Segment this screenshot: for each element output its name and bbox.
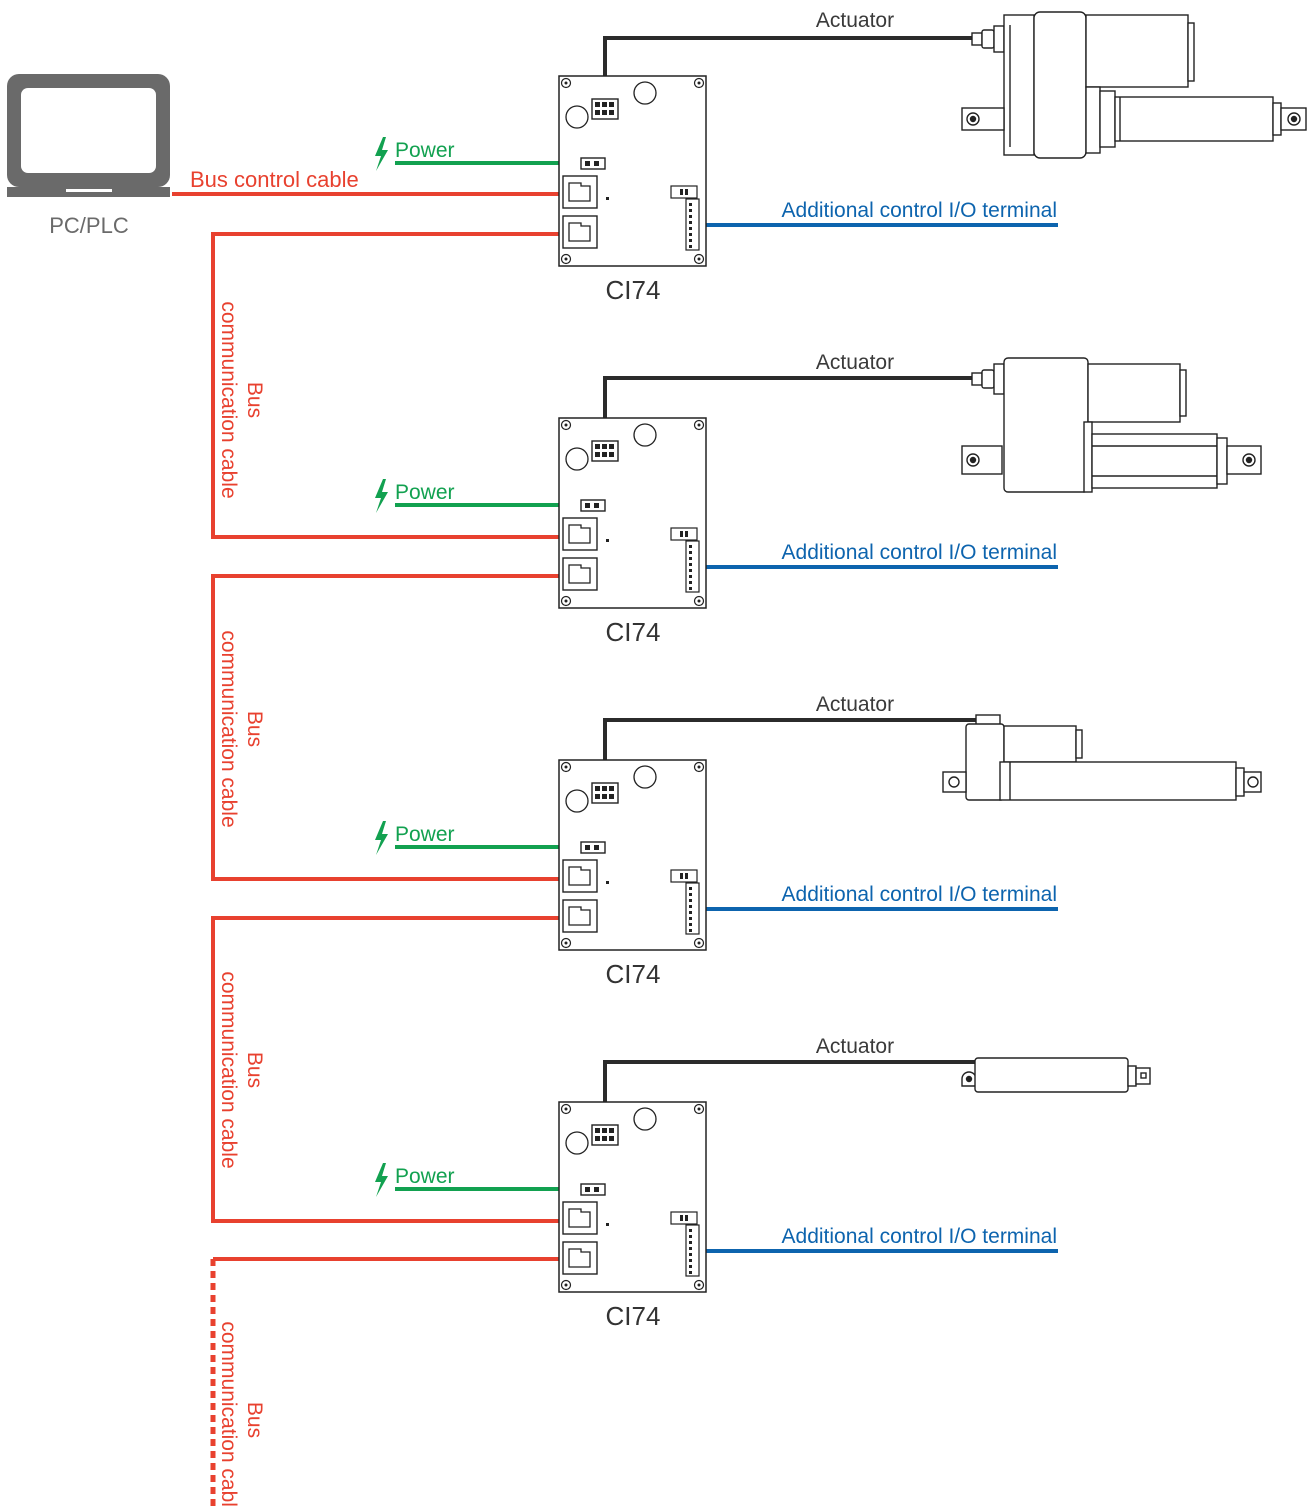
controller-label: CI74 (606, 959, 661, 989)
actuator-label: Actuator (816, 351, 894, 374)
bus-comm-label-2a: Bus (243, 711, 266, 747)
actuator-label: Actuator (816, 9, 894, 32)
ci74-board (558, 75, 707, 267)
io-label: Additional control I/O terminal (782, 541, 1057, 564)
io-label: Additional control I/O terminal (782, 1225, 1057, 1248)
actuator-image (961, 1057, 1151, 1093)
bus-comm-label-1b: communication cable (217, 301, 240, 498)
actuator-image (961, 357, 1262, 493)
controller-label: CI74 (606, 1301, 661, 1331)
lightning-icon (375, 821, 388, 855)
power-label: Power (395, 481, 455, 504)
lightning-icon (375, 1163, 388, 1197)
bus-comm-label-3b: communication cable (217, 971, 240, 1168)
bus-comm-label-3a: Bus (243, 1052, 266, 1088)
ci74-board (558, 1101, 707, 1293)
actuator-image (961, 11, 1307, 159)
ci74-unit-2: Actuator Power Additional control I/O te… (375, 351, 1262, 647)
bus-communication-cable-continuation: Bus communication cable (210, 1257, 560, 1506)
lightning-icon (375, 137, 388, 171)
bus-control-cable-label: Bus control cable (190, 167, 359, 192)
controller-label: CI74 (606, 617, 661, 647)
ci74-unit-1: Actuator Power Additional control I/O te… (375, 9, 1307, 305)
power-label: Power (395, 1165, 455, 1188)
power-label: Power (395, 139, 455, 162)
bus-comm-label-4a: Bus (243, 1402, 266, 1438)
bus-communication-cable-1: Bus communication cable (211, 232, 560, 539)
bus-comm-label-4b: communication cable (217, 1321, 240, 1506)
io-label: Additional control I/O terminal (782, 199, 1057, 222)
lightning-icon (375, 479, 388, 513)
ci74-board (558, 417, 707, 609)
computer-icon (7, 74, 170, 197)
bus-communication-cable-2: Bus communication cable (211, 574, 560, 881)
ci74-board (558, 759, 707, 951)
ci74-unit-4: Actuator Power Additional control I/O te… (375, 1035, 1151, 1331)
io-label: Additional control I/O terminal (782, 883, 1057, 906)
controller-label: CI74 (606, 275, 661, 305)
bus-comm-label-2b: communication cable (217, 630, 240, 827)
actuator-image (942, 714, 1262, 801)
actuator-label: Actuator (816, 1035, 894, 1058)
bus-communication-cable-3: Bus communication cable (211, 916, 560, 1223)
bus-comm-label-1a: Bus (243, 382, 266, 418)
actuator-label: Actuator (816, 693, 894, 716)
power-label: Power (395, 823, 455, 846)
ci74-unit-3: Actuator Power Additional control I/O te… (375, 693, 1262, 989)
pc-label: PC/PLC (49, 213, 129, 238)
